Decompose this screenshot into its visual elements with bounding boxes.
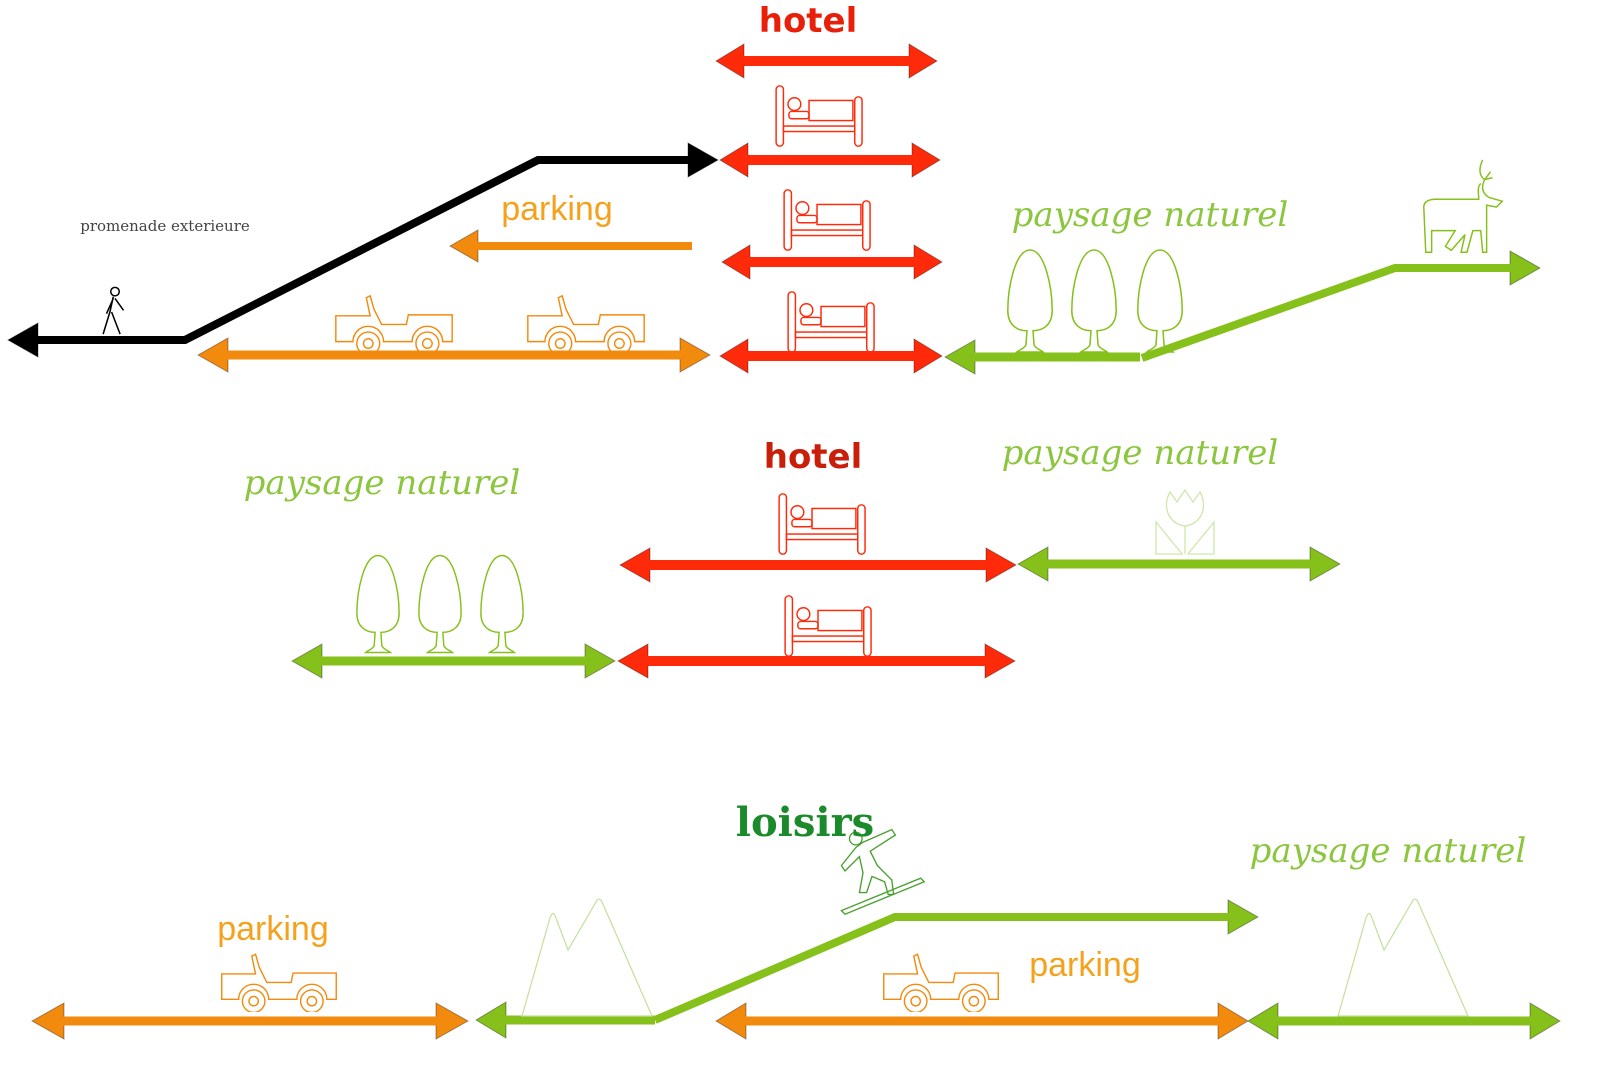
tree-icon: [418, 554, 462, 654]
arrowhead: [618, 547, 651, 583]
arrowhead: [719, 142, 749, 178]
label-promenade: promenade exterieure: [80, 217, 250, 235]
label-parking-top: parking: [501, 190, 613, 228]
arrowhead: [985, 547, 1018, 583]
arrowhead: [1309, 546, 1342, 582]
hotel-arrow-4: [719, 338, 943, 374]
arrow-shaft: [1140, 264, 1512, 362]
jeep-icon: [527, 295, 645, 354]
arrowhead: [984, 643, 1017, 679]
label-parking-bot-left: parking: [217, 910, 329, 948]
promenade-path: [6, 142, 720, 358]
arrowhead: [908, 43, 938, 79]
bed-icon: [787, 291, 875, 353]
icons-layer: [102, 85, 1504, 1017]
tulip-icon: [1155, 489, 1215, 555]
arrowhead: [719, 338, 749, 374]
bed-icon: [784, 595, 872, 657]
arrowhead: [721, 244, 751, 280]
arrowhead: [913, 244, 943, 280]
parking-arrow-bot-left: [30, 1002, 470, 1040]
arrowhead: [6, 322, 39, 358]
nature-path-top-ramp: [1140, 250, 1542, 362]
pedestrian-icon: [102, 286, 125, 335]
arrowhead: [616, 643, 649, 679]
parking-arrow-lower: [196, 337, 712, 373]
tree-icon: [356, 554, 400, 654]
arrow-shaft: [653, 913, 1230, 1024]
arrow-shaft: [36, 156, 690, 344]
label-nature-top: paysage naturel: [1012, 195, 1289, 235]
parking-arrow-bot-right: [715, 1002, 1249, 1040]
label-parking-bot-right: parking: [1029, 946, 1141, 984]
arrowhead: [1247, 1002, 1279, 1040]
nature-path-top: [943, 339, 1140, 375]
arrowhead: [1016, 546, 1049, 582]
parking-arrow-upper: [448, 229, 692, 263]
nature-arrow-mid-left: [290, 643, 617, 679]
arrowhead: [913, 338, 943, 374]
arrowhead: [1529, 1002, 1561, 1040]
mountain-icon: [521, 898, 653, 1017]
tree-icon: [480, 554, 524, 654]
arrowhead: [290, 643, 323, 679]
label-nature-bot: paysage naturel: [1250, 831, 1527, 871]
bed-icon: [775, 85, 863, 147]
arrowhead: [687, 142, 720, 178]
jeep-icon: [221, 953, 337, 1012]
tree-icon: [1137, 249, 1183, 353]
hotel-arrow-mid-1: [618, 547, 1018, 583]
label-hotel-mid: hotel: [764, 437, 863, 477]
arrowhead: [943, 339, 976, 375]
nature-arrow-bot-left: [475, 1001, 655, 1039]
arrowhead: [30, 1002, 65, 1040]
hotel-arrow-1: [715, 43, 938, 79]
arrowhead: [1227, 899, 1260, 935]
arrowhead: [679, 337, 712, 373]
label-loisirs: loisirs: [736, 799, 874, 846]
bed-icon: [783, 189, 871, 251]
tree-icon: [1007, 249, 1053, 353]
label-nature-mid-right: paysage naturel: [1002, 433, 1279, 473]
arrowhead: [1509, 250, 1542, 286]
hotel-arrow-3: [721, 244, 943, 280]
arrowhead: [584, 643, 617, 679]
arrowhead: [715, 1002, 747, 1040]
arrowhead: [475, 1001, 507, 1039]
jeep-icon: [883, 953, 999, 1012]
mountain-icon: [1337, 898, 1469, 1017]
arrows-layer: [6, 43, 1561, 1040]
jeep-icon: [335, 295, 453, 354]
bed-icon: [778, 493, 866, 555]
hotel-arrow-2: [719, 142, 941, 178]
arrowhead: [196, 337, 229, 373]
label-nature-mid-left: paysage naturel: [244, 463, 521, 503]
hotel-arrow-mid-2: [616, 643, 1017, 679]
nature-arrow-bot-right: [1247, 1002, 1561, 1040]
deer-icon: [1423, 159, 1504, 254]
tree-icon: [1071, 249, 1117, 353]
label-hotel-top: hotel: [759, 1, 858, 41]
arrowhead: [715, 43, 745, 79]
loisirs-ramp: [653, 899, 1260, 1024]
arrowhead: [448, 229, 479, 263]
nature-arrow-mid-right: [1016, 546, 1342, 582]
arrowhead: [1217, 1002, 1249, 1040]
arrowhead: [911, 142, 941, 178]
arrowhead: [435, 1002, 470, 1040]
